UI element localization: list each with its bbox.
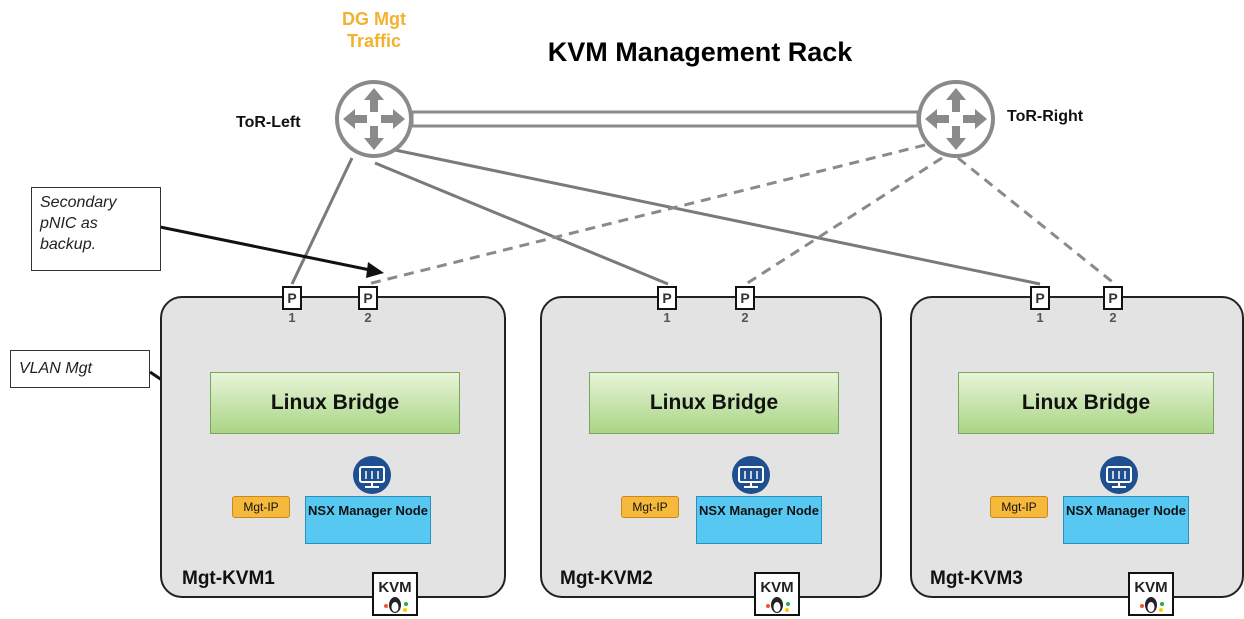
port-number: 1 <box>288 310 296 325</box>
nsx-manager-icon <box>732 456 770 494</box>
linux-bridge: Linux Bridge <box>589 372 839 434</box>
pnic-port-1: P <box>282 286 302 310</box>
host-mgt-kvm1 <box>160 296 506 598</box>
pnic-port-2: P <box>1103 286 1123 310</box>
nsx-manager-node: NSX Manager Node <box>696 496 822 544</box>
pnic-port-2: P <box>735 286 755 310</box>
host-name: Mgt-KVM3 <box>930 568 1023 589</box>
host-mgt-kvm3 <box>910 296 1244 598</box>
svg-text:KVM: KVM <box>760 579 793 596</box>
pnic-port-1: P <box>1030 286 1050 310</box>
linux-bridge: Linux Bridge <box>210 372 460 434</box>
port-number: 2 <box>364 310 372 325</box>
tor-left-label: ToR-Left <box>236 114 301 131</box>
mgt-ip-badge: Mgt-IP <box>621 496 679 518</box>
pnic-port-1: P <box>657 286 677 310</box>
primary-uplinks <box>290 148 1041 286</box>
router-icon <box>335 80 413 158</box>
kvm-logo: KVM <box>1128 572 1174 616</box>
mgt-ip-badge: Mgt-IP <box>990 496 1048 518</box>
secondary-pnic-callout: Secondary pNIC as backup. <box>31 187 161 271</box>
router-icon <box>917 80 995 158</box>
diagram-title: KVM Management Rack <box>547 37 853 67</box>
kvm-logo: KVM <box>372 572 418 616</box>
tor-right-label: ToR-Right <box>1007 108 1084 125</box>
linux-bridge: Linux Bridge <box>958 372 1214 434</box>
svg-text:KVM: KVM <box>378 579 411 596</box>
host-mgt-kvm2 <box>540 296 882 598</box>
port-number: 2 <box>1109 310 1117 325</box>
vlan-mgt-callout: VLAN Mgt <box>10 350 150 388</box>
port-number: 1 <box>663 310 671 325</box>
nsx-manager-icon <box>1100 456 1138 494</box>
kvm-logo: KVM <box>754 572 800 616</box>
dg-traffic-label: DG Mgt Traffic <box>342 9 406 51</box>
svg-text:KVM: KVM <box>1134 579 1167 596</box>
host-name: Mgt-KVM1 <box>182 568 275 589</box>
port-number: 1 <box>1036 310 1044 325</box>
nsx-manager-icon <box>353 456 391 494</box>
nsx-manager-node: NSX Manager Node <box>305 496 431 544</box>
mgt-ip-badge: Mgt-IP <box>232 496 290 518</box>
backup-uplinks <box>367 143 1116 286</box>
host-name: Mgt-KVM2 <box>560 568 653 589</box>
port-number: 2 <box>741 310 749 325</box>
tor-interlink <box>410 110 920 128</box>
nsx-manager-node: NSX Manager Node <box>1063 496 1189 544</box>
pnic-port-2: P <box>358 286 378 310</box>
